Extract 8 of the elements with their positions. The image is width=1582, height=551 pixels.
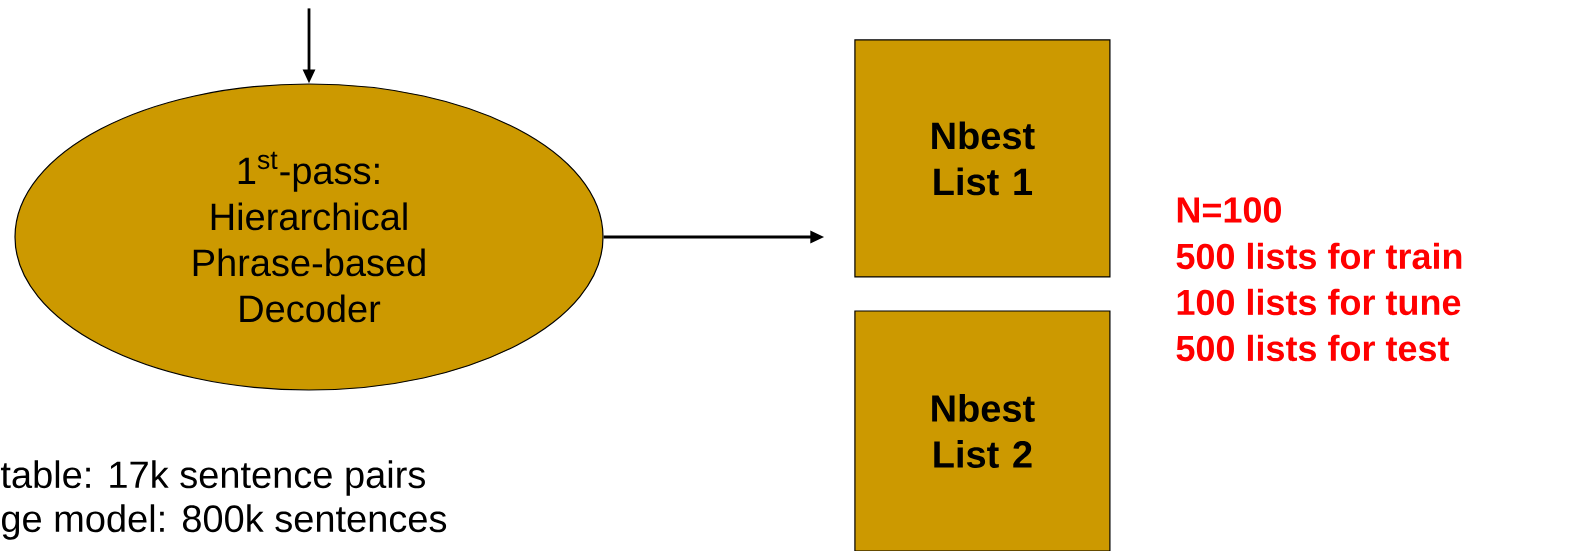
note-text: 500 lists for test [1176, 334, 1450, 362]
note-text: N=100 [1177, 197, 1281, 223]
note-text: 500 lists for train [1176, 242, 1462, 270]
info-text: ge model: 800k sentences [2, 504, 447, 540]
info-text: table: 17k sentence pairs [0, 460, 425, 496]
list-box: Nbest List 2 [854, 310, 1111, 551]
note-text: 100 lists for tune [1177, 288, 1461, 316]
list-box: Nbest List 1 [854, 39, 1111, 278]
